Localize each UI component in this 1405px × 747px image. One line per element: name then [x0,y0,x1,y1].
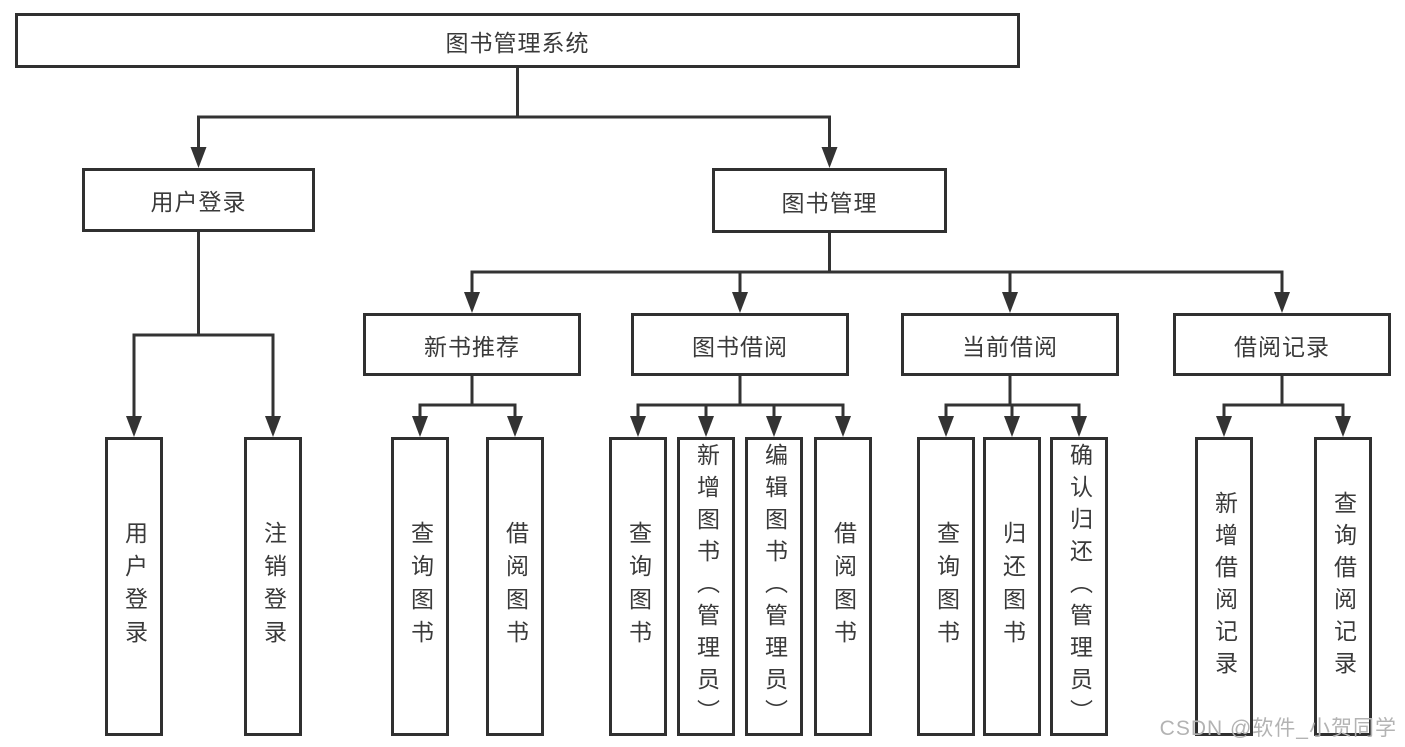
leaf-label: 新增借阅记录 [1211,490,1238,683]
node-book-management: 图书管理 [712,168,947,233]
node-borrow-records: 借阅记录 [1173,313,1391,376]
leaf-logout: 注销登录 [244,437,302,736]
leaf-borrow-books-recommend: 借阅图书 [486,437,544,736]
leaf-label: 确认归还（管理员） [1066,442,1093,731]
leaf-query-books-recommend: 查询图书 [391,437,449,736]
node-label: 图书借阅 [692,333,788,360]
leaf-label: 借阅图书 [502,520,529,653]
arrowheads [126,147,1351,437]
leaf-label: 查询图书 [933,520,960,653]
leaf-confirm-return-admin: 确认归还（管理员） [1050,437,1108,736]
leaf-label: 新增图书（管理员） [693,442,720,731]
leaf-label: 查询图书 [625,520,652,653]
leaf-add-borrow-record: 新增借阅记录 [1195,437,1253,736]
leaf-label: 借阅图书 [830,520,857,653]
leaf-query-books-borrow: 查询图书 [609,437,667,736]
node-label: 用户登录 [150,189,247,215]
node-label: 借阅记录 [1234,333,1330,360]
leaf-query-borrow-record: 查询借阅记录 [1314,437,1372,736]
node-label: 图书管理 [781,189,878,216]
leaf-borrow-books: 借阅图书 [814,437,872,736]
leaf-label: 查询图书 [407,520,434,653]
node-current-borrow: 当前借阅 [901,313,1119,376]
leaf-label: 用户登录 [121,520,148,653]
leaf-add-books-admin: 新增图书（管理员） [677,437,735,736]
node-root-system: 图书管理系统 [15,13,1020,68]
node-user-login: 用户登录 [82,168,315,232]
node-root-label: 图书管理系统 [445,29,590,56]
csdn-watermark: CSDN @软件_小贺同学 [1159,717,1397,740]
leaf-user-login: 用户登录 [105,437,163,736]
leaf-edit-books-admin: 编辑图书（管理员） [745,437,803,736]
node-label: 当前借阅 [962,333,1058,360]
node-label: 新书推荐 [424,333,520,360]
node-book-borrow: 图书借阅 [631,313,849,376]
node-new-book-recommend: 新书推荐 [363,313,581,376]
leaf-return-books: 归还图书 [983,437,1041,736]
leaf-label: 编辑图书（管理员） [761,442,788,731]
leaf-query-books-current: 查询图书 [917,437,975,736]
leaf-label: 注销登录 [260,520,287,653]
leaf-label: 归还图书 [999,520,1026,653]
leaf-label: 查询借阅记录 [1330,490,1357,683]
